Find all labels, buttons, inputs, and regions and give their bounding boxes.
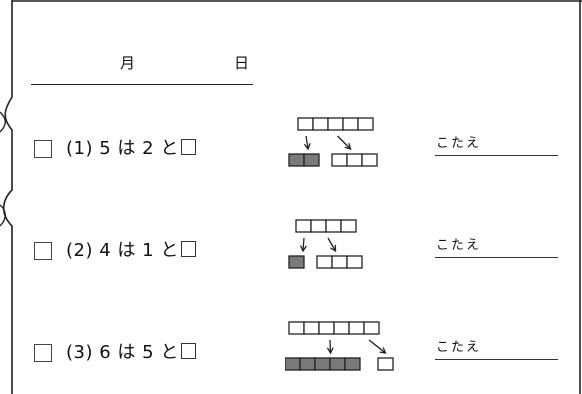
remainder-block [331,153,348,167]
whole-block [363,321,380,335]
whole-block [357,117,374,131]
remainder-block [377,357,394,371]
problem-number: (1) [66,138,93,159]
problem-number: (3) [66,342,93,363]
part-block [314,357,331,371]
whole-block [295,219,312,233]
whole-block [340,219,357,233]
month-label: 月 [120,54,136,72]
total-number: 4 [99,240,112,261]
checkbox[interactable] [34,242,52,260]
answer-label: こたえ [436,238,482,253]
whole-block [288,321,305,335]
arrow-head [326,347,334,355]
arrow-line [368,339,386,354]
particle-wa: は [117,240,136,261]
arrow-line [302,237,305,252]
part-block [344,357,361,371]
part-number: 5 [142,342,155,363]
checkbox[interactable] [34,344,52,362]
block-diagram [285,321,394,371]
checkbox[interactable] [34,140,52,158]
remainder-block [346,153,363,167]
problem-text: (1) 5 は 2 と [66,134,196,160]
whole-block [303,321,320,335]
part-block [285,357,301,371]
total-number: 6 [99,342,112,363]
answer-line[interactable] [435,359,558,360]
arrow-line [337,135,351,150]
part-block [288,153,305,167]
arrow-head [303,143,311,151]
part-block [303,153,320,167]
remainder-block [316,255,333,269]
problem-3: (3) 6 は 5 と こたえ [34,321,579,376]
particle-wa: は [117,342,136,363]
whole-block [318,321,335,335]
total-number: 5 [99,138,112,159]
part-number: 1 [142,240,155,261]
answer-line[interactable] [435,155,558,156]
arrow-head [344,143,352,150]
whole-block [333,321,350,335]
problem-1: (1) 5 は 2 と こたえ [34,117,579,172]
block-diagram [288,117,378,167]
part-block [299,357,316,371]
remainder-block [346,255,363,269]
arrow-line [327,237,337,252]
answer-label: こたえ [436,136,482,151]
particle-to: と [160,342,179,363]
particle-wa: は [117,138,136,159]
fill-in-box[interactable] [180,139,196,155]
part-block [329,357,346,371]
whole-block [310,219,327,233]
problem-text: (2) 4 は 1 と [66,236,196,262]
remainder-block [331,255,348,269]
answer-label: こたえ [436,340,482,355]
date-underline [31,84,253,85]
answer-line[interactable] [435,257,558,258]
whole-block [327,117,344,131]
fill-in-box[interactable] [180,343,196,359]
problem-2: (2) 4 は 1 と こたえ [34,219,579,274]
particle-to: と [160,240,179,261]
arrow-head [299,245,307,253]
arrow-line [305,135,309,150]
part-block [288,255,305,269]
particle-to: と [160,138,179,159]
problem-number: (2) [66,240,93,261]
day-label: 日 [234,54,250,72]
fill-in-box[interactable] [180,241,196,257]
problem-text: (3) 6 は 5 と [66,338,196,364]
whole-block [297,117,314,131]
arrow-head [379,347,387,354]
part-number: 2 [142,138,155,159]
block-diagram [288,219,363,269]
whole-block [325,219,342,233]
arrow-line [329,339,332,354]
whole-block [312,117,329,131]
whole-block [348,321,365,335]
whole-block [342,117,359,131]
remainder-block [361,153,378,167]
arrow-head [330,244,337,253]
